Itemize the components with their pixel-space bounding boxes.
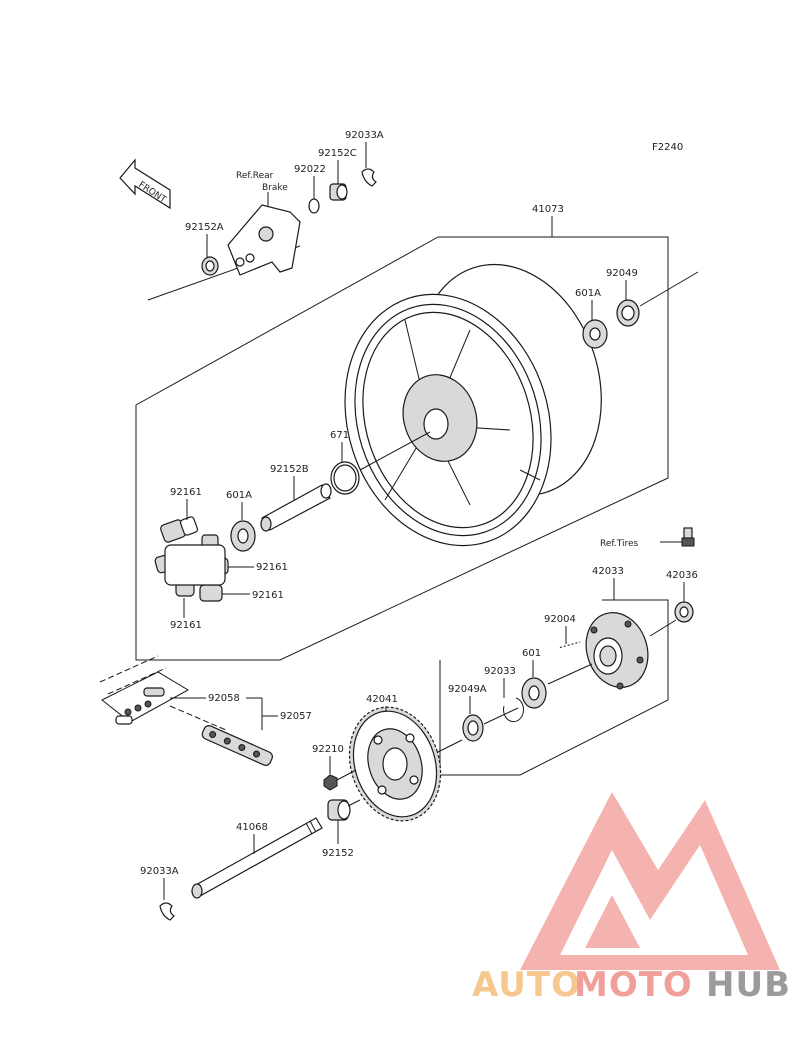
chain-92057-icon [99,655,273,766]
bearing-601-icon [521,677,547,709]
collar-92152C-icon [329,183,348,201]
spacer-92152A-icon [201,256,219,276]
seal-92049A-icon [462,714,484,742]
label-92033: 92033 [484,666,516,677]
label-671: 671 [330,430,349,441]
label-92161-a: 92161 [170,487,202,498]
coupling-42033-icon [585,612,649,690]
label-41068: 41068 [236,822,268,833]
label-92152: 92152 [322,848,354,859]
label-92152C: 92152C [318,148,357,159]
label-92057: 92057 [280,711,312,722]
seal-92049-icon [616,299,640,327]
label-92152B: 92152B [270,464,309,475]
sprocket-42041-icon [348,706,442,822]
label-92004: 92004 [544,614,576,625]
watermark-moto: MOTO [574,965,693,1005]
ring-92022-icon [308,198,320,214]
label-601A-right: 601A [575,288,601,299]
label-92049A: 92049A [448,684,487,695]
ref-rear-brake-line2: Brake [262,183,288,193]
label-92161-d: 92161 [170,620,202,631]
clip-92033A-bottom-icon [159,902,175,921]
label-92058: 92058 [208,693,240,704]
label-92033A-top: 92033A [345,130,384,141]
rear-wheel-icon [344,263,602,547]
label-92161-b: 92161 [256,562,288,573]
label-92049: 92049 [606,268,638,279]
ref-tires-label: Ref.Tires [600,539,639,549]
circlip-92033-icon [503,697,524,723]
watermark-auto: AUTO [472,965,581,1005]
label-601A-left: 601A [226,490,252,501]
stud-92004-icon [557,641,581,649]
tire-valve-icon [681,527,695,547]
label-92152A: 92152A [185,222,224,233]
label-42036: 42036 [666,570,698,581]
label-601: 601 [522,648,541,659]
clip-92033A-top-icon [361,168,377,187]
collar-92152-icon [327,799,351,821]
bearing-601A-left-icon [230,520,256,552]
hub-group-outline [439,599,669,776]
label-92161-c: 92161 [252,590,284,601]
nut-42036-icon [674,601,694,623]
ref-rear-brake-line1: Ref.Rear [236,171,274,181]
caliper-bracket-icon [227,204,301,276]
watermark-logo: AUTO MOTO HUB [472,792,791,1005]
diagram-code: F2240 [652,142,683,153]
label-42033: 42033 [592,566,624,577]
bearing-601A-right-icon [582,319,608,349]
axle-41068-icon [191,817,323,899]
watermark-hub: HUB [706,965,791,1005]
label-92022: 92022 [294,164,326,175]
nut-92210-icon [323,774,338,791]
label-42041: 42041 [366,694,398,705]
label-41073: 41073 [532,204,564,215]
collar-92152B-icon [260,483,332,532]
front-arrow-icon: FRONT [119,158,171,210]
label-92033A-bottom: 92033A [140,866,179,877]
wheel-group-outline [135,236,669,661]
label-92210: 92210 [312,744,344,755]
dampers-92161-icon [154,516,229,602]
